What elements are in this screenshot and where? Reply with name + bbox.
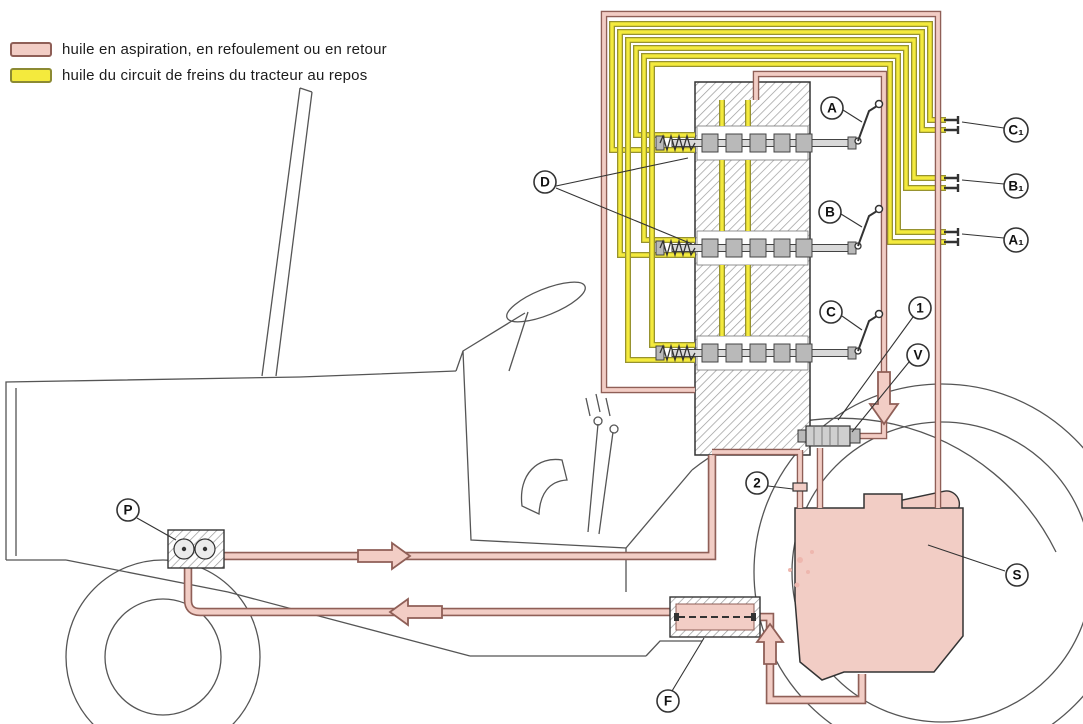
brake-oil-pipes [609,21,946,363]
hood-line [5,370,457,560]
legend: huile en aspiration, en refoulement ou e… [10,36,387,88]
callout-P-label: P [123,503,132,518]
lever-knob [609,424,619,434]
callout-S [1005,563,1029,587]
brake-oil-label: huile du circuit de freins du tracteur a… [62,66,368,84]
rear-wheel-rim [791,421,1083,723]
valve-V [797,425,861,447]
connector-C1-stub [944,116,960,134]
connector-A1-stub [944,228,960,246]
callout-A1 [1003,227,1029,253]
callout-2-label: 2 [753,476,761,491]
rear-wheel [753,383,1083,724]
callout-C1 [1003,117,1029,143]
cab-floor-line [462,350,627,592]
callout-A [820,96,844,120]
callout-B1 [1003,173,1029,199]
suction-oil-label: huile en aspiration, en refoulement ou e… [62,40,387,58]
callout-S-label: S [1012,568,1021,583]
brake-oil-swatch [10,67,52,83]
callout-P [116,498,140,522]
flow-arrow-right [357,541,412,571]
callout-A1-label: A₁ [1008,233,1024,248]
callout-B-label: B [825,205,835,220]
callout-C-label: C [826,305,836,320]
flow-arrow-up [755,622,785,665]
reservoir-body [794,493,964,681]
front-wheel [65,559,261,724]
connector-B1-stub [944,174,960,192]
legend-row-suction-oil: huile en aspiration, en refoulement ou e… [10,36,387,62]
pipe-fitting-2 [792,482,808,492]
oil-splash-dots [788,550,814,588]
flow-arrow-down [868,371,900,426]
lever-knob [593,416,603,426]
callout-D-label: D [540,175,550,190]
oil-reservoir [794,490,964,681]
steering-wheel [506,281,586,323]
callouts: A B C D 1 V 2 S P [116,96,1029,713]
callout-V [906,343,930,367]
seat [520,458,568,516]
flow-arrow-left [388,597,443,627]
callout-C [819,300,843,324]
callout-D [533,170,557,194]
callout-F-label: F [664,694,672,709]
callout-C1-label: C₁ [1008,123,1024,138]
steering-column [508,311,529,372]
flow-arrows [357,371,900,665]
hydraulic-pump [167,529,225,569]
callout-B1-label: B₁ [1008,179,1024,194]
callout-A-label: A [827,101,837,116]
suction-oil-swatch [10,41,52,57]
oil-filter [669,596,761,638]
tractor-outline [5,87,1083,724]
brake-connectors [944,116,960,246]
control-levers [587,423,614,535]
gear-gate-marks [585,393,611,417]
callout-2 [745,471,769,495]
callout-1 [908,296,932,320]
chassis-line [6,559,702,657]
front-wheel-rim [104,598,222,716]
callout-1-label: 1 [916,301,924,316]
callout-B [818,200,842,224]
callout-V-label: V [913,348,922,363]
callout-F [656,689,680,713]
platform-line [625,469,693,549]
exhaust-stack [261,87,313,377]
legend-row-brake-oil: huile du circuit de freins du tracteur a… [10,62,387,88]
